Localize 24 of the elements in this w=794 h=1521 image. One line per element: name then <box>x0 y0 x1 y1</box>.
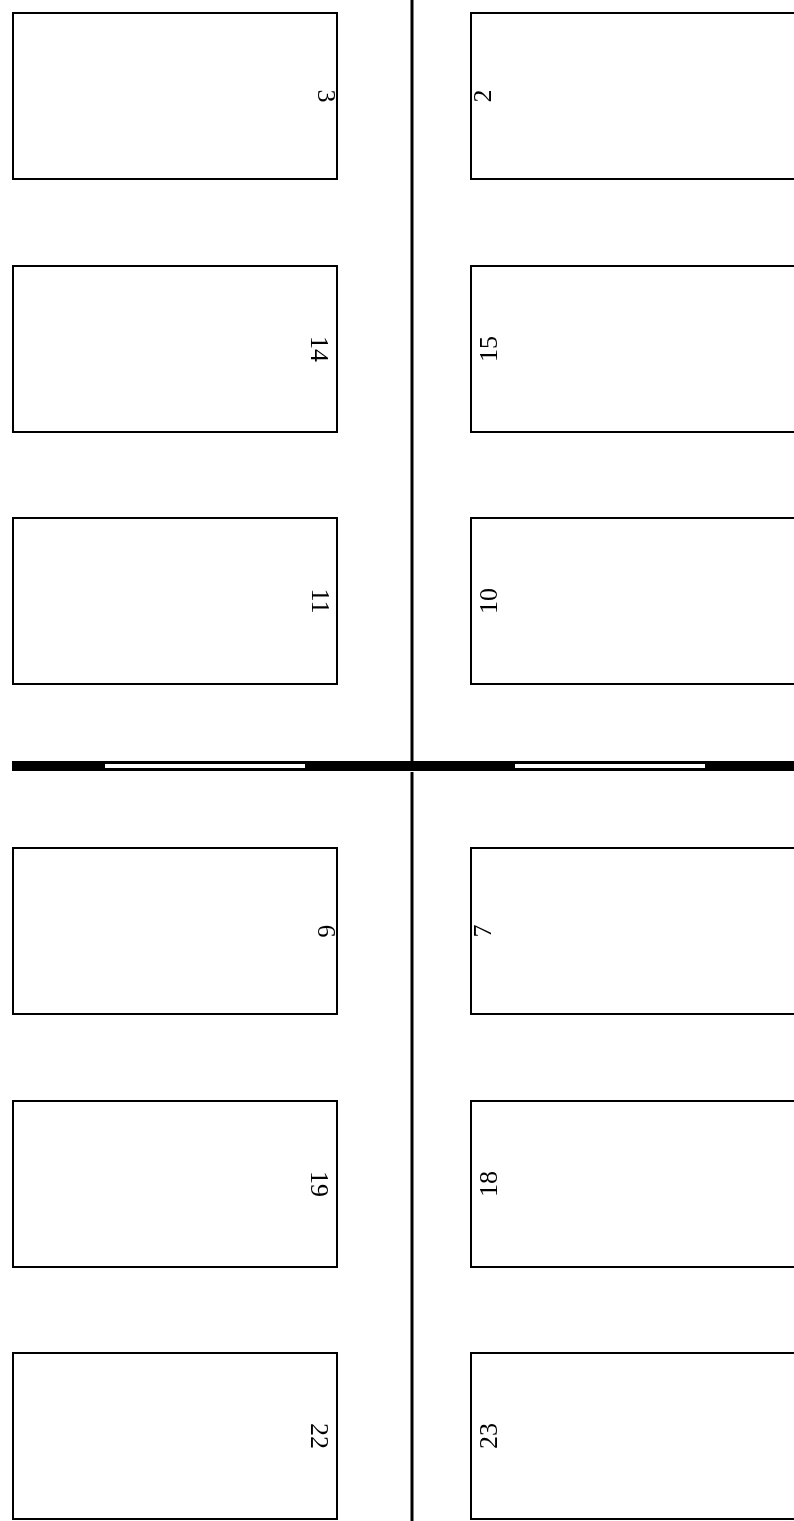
page-number: 11 <box>306 588 333 614</box>
page-number: 15 <box>476 336 502 362</box>
page-number: 3 <box>312 89 339 103</box>
page-box <box>12 1100 338 1268</box>
page-box <box>470 1100 794 1268</box>
page-number: 22 <box>306 1423 332 1449</box>
page-number: 18 <box>476 1171 502 1197</box>
page-box <box>12 847 338 1015</box>
page-box <box>12 265 338 433</box>
page-number: 14 <box>306 336 332 362</box>
page-box <box>12 1352 338 1520</box>
page-number: 23 <box>476 1423 502 1449</box>
page-box <box>470 265 794 433</box>
page-box <box>470 517 794 685</box>
page-number: 10 <box>476 588 502 614</box>
page-box <box>470 12 794 180</box>
page-number: 7 <box>469 924 496 938</box>
page-box <box>470 847 794 1015</box>
page-number: 2 <box>469 89 496 103</box>
page-box <box>12 12 338 180</box>
page-number: 19 <box>306 1171 332 1197</box>
page-number: 6 <box>312 924 339 938</box>
page-box <box>12 517 338 685</box>
page-box <box>470 1352 794 1520</box>
